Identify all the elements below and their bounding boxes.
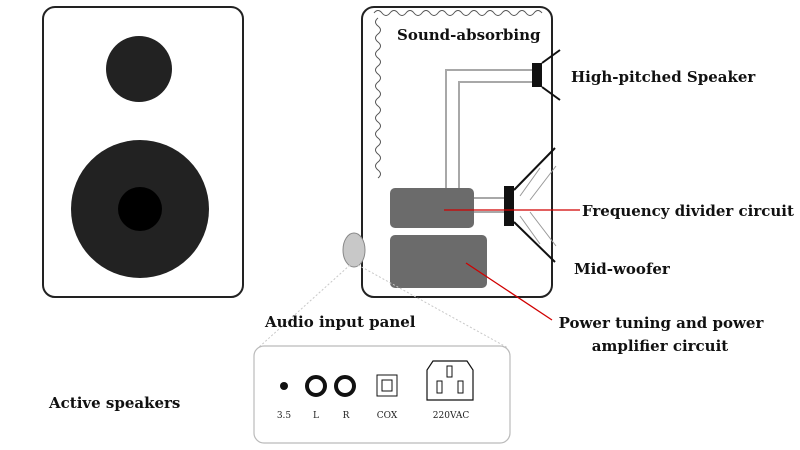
- speaker-cross-section: [361, 6, 561, 298]
- rca-right-label: R: [343, 411, 350, 421]
- rca-left-label: L: [313, 411, 319, 421]
- high-pitched-speaker-icon: [532, 49, 561, 101]
- power-label: 220VAC: [433, 411, 470, 421]
- power-tuning-label-line1: Power tuning and power: [559, 314, 765, 332]
- power-amplifier-circuit-box: [390, 235, 487, 288]
- high-pitched-speaker-label: High-pitched Speaker: [571, 68, 756, 86]
- tweeter-cable: [445, 69, 532, 190]
- woofer-cable: [474, 197, 504, 213]
- mid-woofer-icon: [504, 147, 557, 263]
- rca-right-icon: [334, 375, 356, 397]
- active-speakers-label: Active speakers: [48, 394, 180, 412]
- coaxial-port-icon: [376, 374, 398, 397]
- mid-woofer-label: Mid-woofer: [574, 260, 671, 278]
- sound-absorbing-label: Sound-absorbing: [397, 26, 541, 44]
- cox-label: COX: [377, 411, 398, 421]
- audio-input-jack-icon: [342, 232, 366, 268]
- rca-left-icon: [305, 375, 327, 397]
- tweeter-front-icon: [106, 36, 172, 102]
- power-socket-icon: [426, 360, 474, 401]
- sound-absorbing-side-wave: [375, 17, 381, 179]
- jack-3.5-label: 3.5: [277, 411, 292, 421]
- power-tuning-pointer: [465, 262, 553, 321]
- power-tuning-label-line2: amplifier circuit: [592, 337, 729, 355]
- frequency-divider-label: Frequency divider circuit: [582, 202, 794, 220]
- woofer-dustcap-icon: [118, 187, 162, 231]
- frequency-divider-circuit-box: [390, 188, 474, 228]
- audio-input-panel: 3.5 L R COX 220VAC: [253, 345, 511, 444]
- jack-3.5-icon: [280, 382, 288, 390]
- sound-absorbing-top-wave: [373, 10, 543, 16]
- audio-input-panel-label: Audio input panel: [264, 313, 416, 331]
- speaker-front-view: [42, 6, 244, 298]
- zoom-lines: [257, 264, 509, 349]
